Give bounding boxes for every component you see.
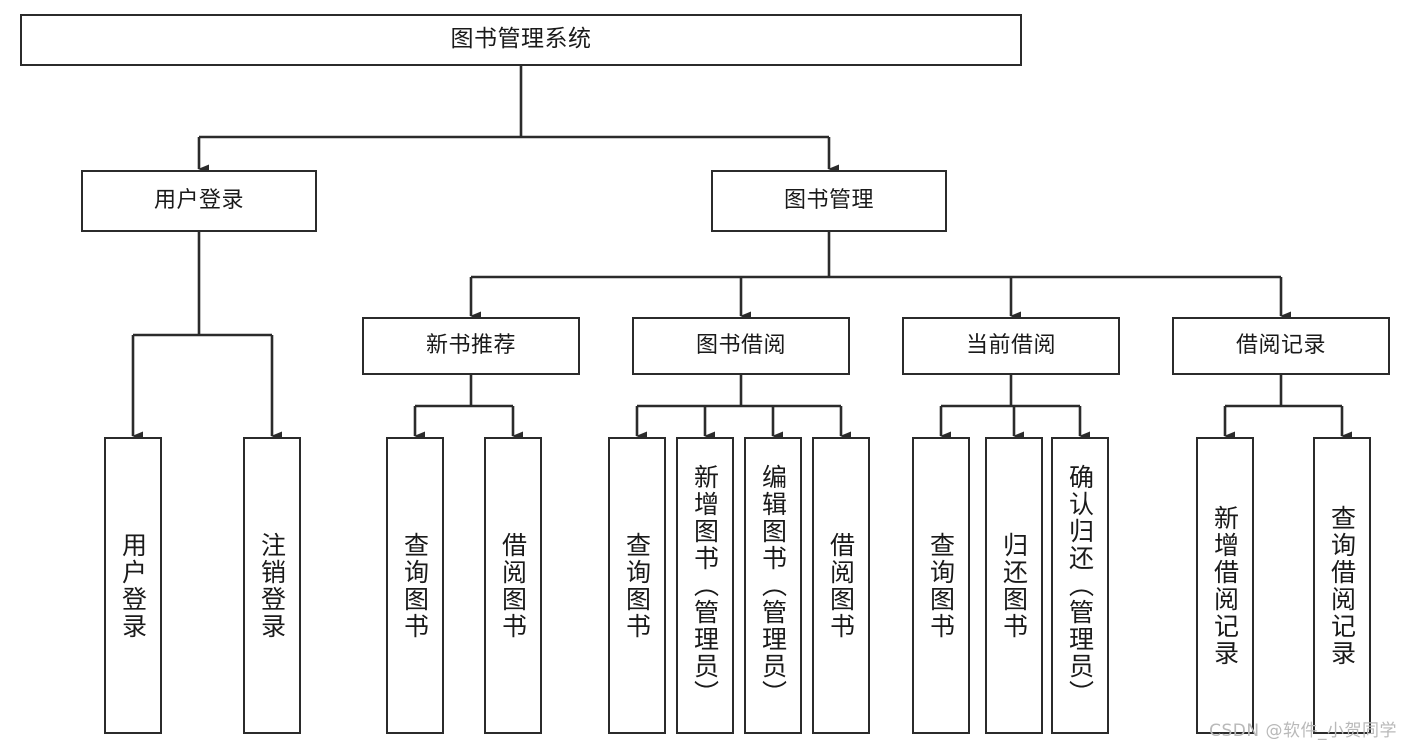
node-leaf-return-book[interactable]: 归还图书: [985, 437, 1043, 734]
edge-paths: [131, 66, 1352, 441]
node-leaf-borrow-book[interactable]: 借阅图书: [812, 437, 870, 734]
node-root[interactable]: 图书管理系统: [20, 14, 1022, 66]
node-leaf-query-book-borrow[interactable]: 查询图书: [608, 437, 666, 734]
node-label: 查询借阅记录: [1327, 504, 1357, 667]
node-label: 新增图书（管理员）: [690, 464, 720, 707]
node-borrow-record[interactable]: 借阅记录: [1172, 317, 1390, 375]
node-label: 借阅图书: [498, 531, 528, 640]
node-label: 确认归还（管理员）: [1065, 464, 1095, 707]
node-label: 新增借阅记录: [1210, 504, 1240, 667]
node-leaf-add-borrow-record[interactable]: 新增借阅记录: [1196, 437, 1254, 734]
node-book-borrow[interactable]: 图书借阅: [632, 317, 850, 375]
node-label: 归还图书: [999, 531, 1029, 640]
node-new-book-recommend[interactable]: 新书推荐: [362, 317, 580, 375]
node-book-management[interactable]: 图书管理: [711, 170, 947, 232]
node-label: 查询图书: [622, 531, 652, 640]
node-label: 用户登录: [118, 531, 148, 640]
node-label: 新书推荐: [425, 332, 516, 358]
node-label: 编辑图书（管理员）: [758, 464, 788, 707]
node-label: 用户登录: [153, 187, 244, 213]
node-label: 查询图书: [926, 531, 956, 640]
node-leaf-query-borrow-record[interactable]: 查询借阅记录: [1313, 437, 1371, 734]
node-leaf-logout-login[interactable]: 注销登录: [243, 437, 301, 734]
node-leaf-confirm-return[interactable]: 确认归还（管理员）: [1051, 437, 1109, 734]
node-leaf-add-book[interactable]: 新增图书（管理员）: [676, 437, 734, 734]
node-label: 注销登录: [257, 531, 287, 640]
node-user-login[interactable]: 用户登录: [81, 170, 317, 232]
node-label: 查询图书: [400, 531, 430, 640]
node-leaf-edit-book[interactable]: 编辑图书（管理员）: [744, 437, 802, 734]
node-label: 图书管理系统: [450, 26, 592, 53]
node-label: 图书管理: [783, 187, 874, 213]
node-leaf-query-book-current[interactable]: 查询图书: [912, 437, 970, 734]
node-leaf-query-book-rec[interactable]: 查询图书: [386, 437, 444, 734]
node-leaf-user-login[interactable]: 用户登录: [104, 437, 162, 734]
node-label: 当前借阅: [965, 332, 1056, 358]
node-label: 借阅记录: [1235, 332, 1326, 358]
node-label: 借阅图书: [826, 531, 856, 640]
node-leaf-borrow-book-rec[interactable]: 借阅图书: [484, 437, 542, 734]
node-current-borrow[interactable]: 当前借阅: [902, 317, 1120, 375]
node-label: 图书借阅: [695, 332, 786, 358]
